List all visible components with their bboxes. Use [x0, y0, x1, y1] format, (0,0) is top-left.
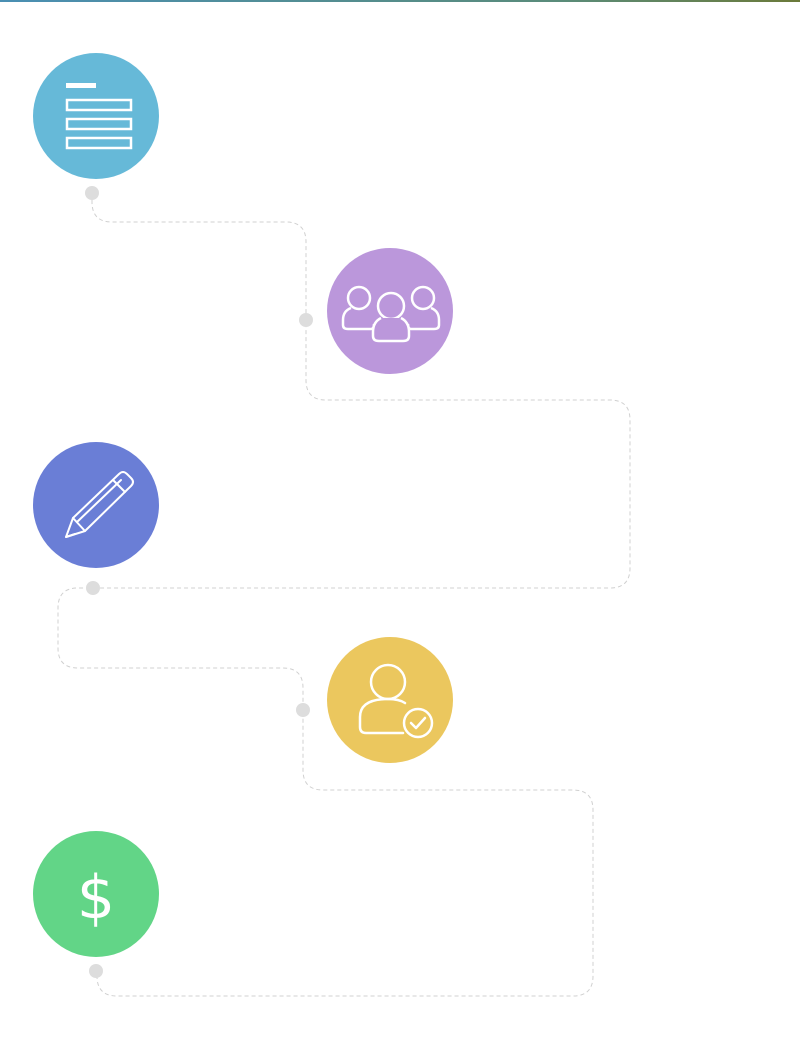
connector-dot-4 [296, 703, 310, 717]
connector-dot-1 [85, 186, 99, 200]
connector-path-1-2 [57, 193, 631, 997]
verified-user-icon [358, 663, 434, 739]
connector-dot-2 [299, 313, 313, 327]
pencil-icon [65, 471, 134, 538]
dollar-symbol: $ [77, 863, 115, 933]
connector-dot-3 [86, 581, 100, 595]
step-4-circle [327, 637, 453, 763]
document-lines-icon [65, 83, 133, 150]
step-1-circle [33, 53, 159, 179]
step-5-circle: $ [33, 831, 159, 957]
step-3-circle [33, 442, 159, 568]
step-2-circle [327, 248, 453, 374]
dollar-sign-icon: $ [77, 863, 115, 933]
top-accent-bar [0, 0, 800, 2]
user-group-icon [341, 285, 441, 343]
connector-dot-5 [89, 964, 103, 978]
